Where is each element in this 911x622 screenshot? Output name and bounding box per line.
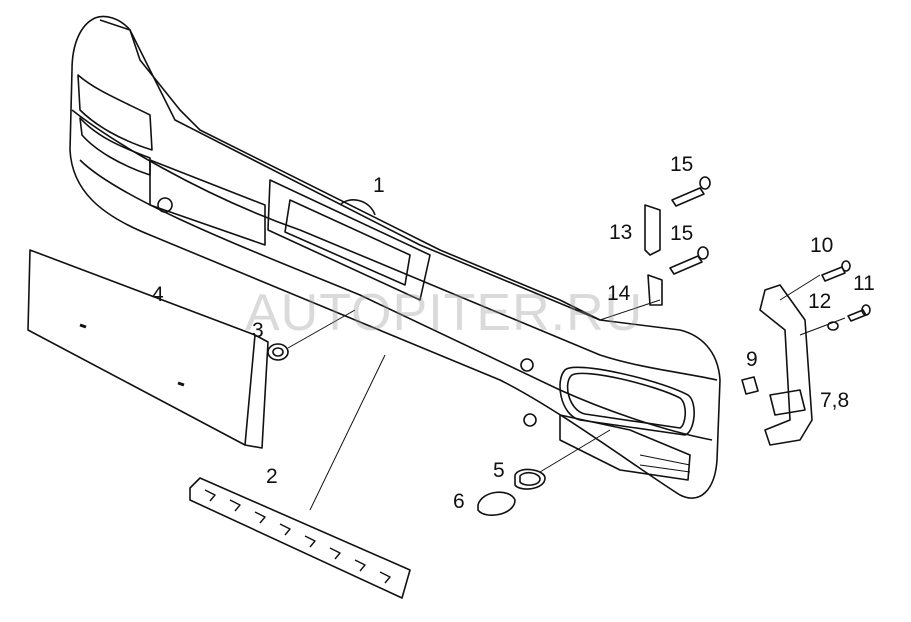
- step-strip-part-2: [189, 354, 411, 599]
- side-bracket-parts-7-12: [741, 260, 871, 446]
- watermark: AUTOPITER.RU: [245, 284, 644, 342]
- cap-part-6: [477, 491, 516, 516]
- ring-part-5: [514, 468, 546, 490]
- callout-14: 14: [607, 282, 631, 305]
- callout-9: 9: [746, 348, 758, 371]
- callout-13: 13: [609, 221, 633, 244]
- callout-7-8: 7,8: [820, 389, 850, 412]
- cover-panel-part-4: [27, 249, 269, 449]
- callout-6: 6: [453, 490, 465, 513]
- callout-11: 11: [853, 272, 875, 295]
- callout-2: 2: [266, 465, 278, 488]
- callout-15-top: 15: [670, 153, 694, 176]
- callout-3: 3: [252, 319, 264, 342]
- callout-4: 4: [152, 283, 164, 306]
- callout-10: 10: [810, 234, 834, 257]
- callout-12: 12: [808, 290, 832, 313]
- bracket-parts-13-14-15: [599, 176, 711, 321]
- callout-15-lower: 15: [670, 222, 694, 245]
- callout-5: 5: [493, 459, 505, 482]
- callout-1: 1: [373, 174, 385, 197]
- bumper-part-1: [69, 15, 721, 499]
- nut-part-3: [267, 309, 356, 361]
